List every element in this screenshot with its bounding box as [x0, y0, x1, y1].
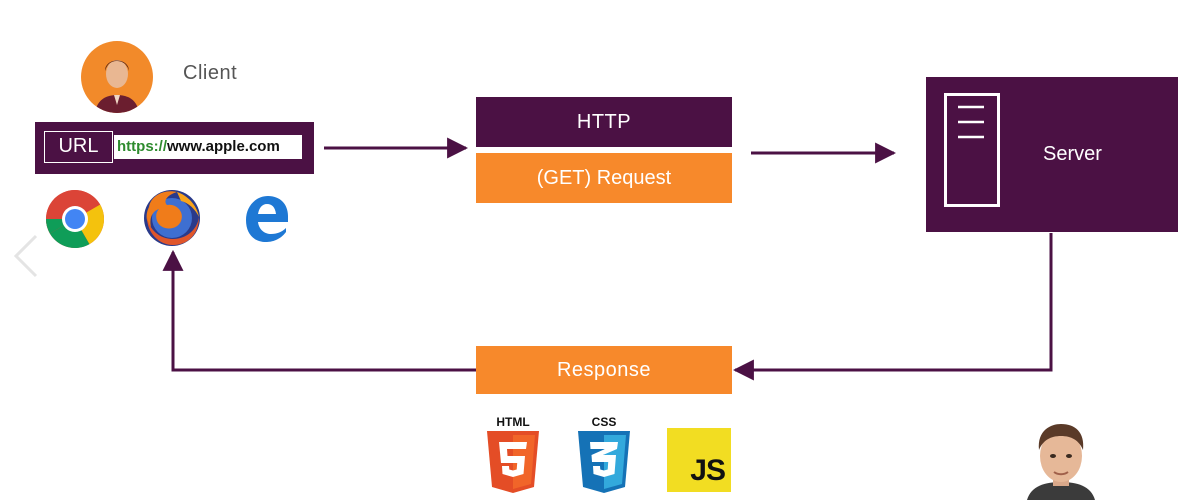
server-box [926, 77, 1178, 232]
server-icon [944, 93, 1000, 207]
css3-icon: CSS [573, 415, 635, 502]
url-label: URL [44, 131, 113, 163]
client-label: Client [183, 62, 238, 84]
get-request-box: (GET) Request [476, 153, 732, 203]
chevron-left-icon[interactable] [10, 232, 40, 285]
response-box: Response [476, 346, 732, 394]
url-host: www.apple.com [167, 138, 280, 155]
html5-icon-label: HTML [496, 415, 529, 429]
edge-icon [240, 192, 294, 251]
html5-icon: HTML [482, 415, 544, 502]
javascript-icon: JS [667, 428, 731, 492]
javascript-icon-label: JS [690, 454, 726, 487]
http-box: HTTP [476, 97, 732, 147]
chrome-icon [45, 189, 105, 254]
css3-icon-label: CSS [592, 415, 617, 429]
presenter-video-thumbnail [1025, 420, 1097, 500]
arrow-response-to-client [162, 249, 476, 372]
url-scheme: https:// [117, 138, 167, 155]
server-label: Server [1043, 143, 1102, 165]
client-avatar [81, 41, 153, 113]
url-field[interactable]: https://www.apple.com [114, 135, 302, 159]
firefox-icon [141, 187, 203, 254]
arrow-server-to-response [732, 233, 1053, 381]
